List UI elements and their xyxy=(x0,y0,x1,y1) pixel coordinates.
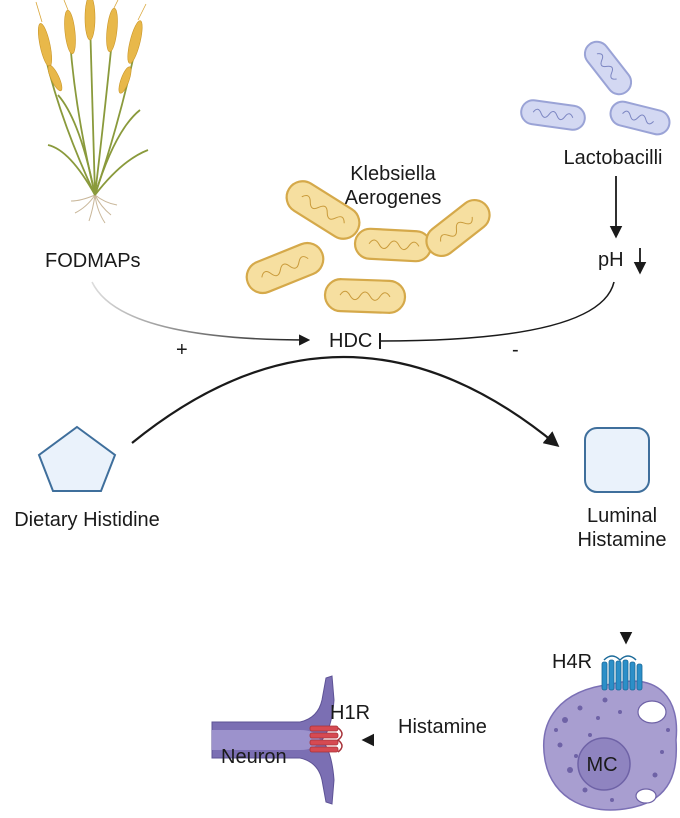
luminal-label-line1: Luminal xyxy=(587,505,657,527)
mast-cell-icon xyxy=(543,680,678,811)
h4r-label: H4R xyxy=(552,651,592,673)
fodmaps-to-hdc-arrow xyxy=(91,281,311,346)
klebsiella-label-line2: Aerogenes xyxy=(345,187,442,209)
klebsiella-label-line1: Klebsiella xyxy=(350,163,436,185)
klebsiella-bacteria-icon xyxy=(245,180,491,314)
ph-inhibits-hdc-line xyxy=(379,281,615,342)
histamine-label: Histamine xyxy=(398,716,487,738)
plus-sign: + xyxy=(176,339,188,361)
hdc-label: HDC xyxy=(329,330,372,352)
wheat-plant-icon xyxy=(35,0,149,224)
mc-label: MC xyxy=(586,754,617,776)
minus-sign: - xyxy=(512,339,519,361)
h4r-receptor-icon xyxy=(601,655,643,691)
dietary-histidine-label: Dietary Histidine xyxy=(14,509,160,531)
h1r-label: H1R xyxy=(330,702,370,724)
lactobacilli-bacteria-icon xyxy=(520,40,671,136)
fodmaps-label: FODMAPs xyxy=(45,250,141,272)
histidine-to-histamine-arrow xyxy=(131,356,560,447)
ph-label: pH xyxy=(598,249,624,271)
h1r-receptor-icon xyxy=(309,725,343,753)
pentagon-histidine-icon xyxy=(37,425,117,492)
lactobacilli-label: Lactobacilli xyxy=(564,147,663,169)
luminal-label-line2: Histamine xyxy=(578,529,667,551)
square-histamine-icon xyxy=(584,427,650,493)
neuron-label: Neuron xyxy=(221,746,287,768)
